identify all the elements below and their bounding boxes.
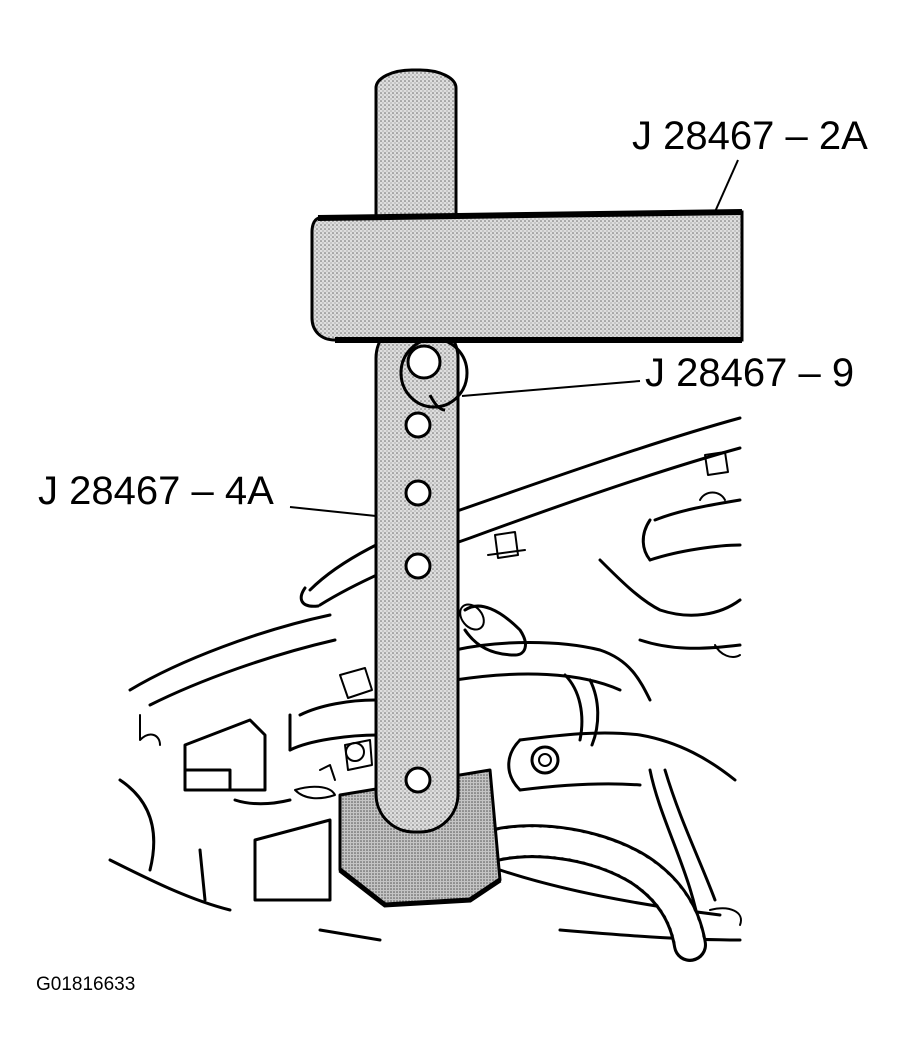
leader-line-crossbar xyxy=(713,159,739,215)
leg-hole xyxy=(404,766,432,794)
label-retaining-pin: J 28467 – 9 xyxy=(645,351,854,395)
leader-line-support-leg xyxy=(289,506,377,517)
retaining-pin xyxy=(399,337,469,412)
leader-line-pin xyxy=(461,380,641,397)
support-leg-bar xyxy=(374,318,460,834)
engine-compartment-background xyxy=(108,416,742,942)
crossbar-beam xyxy=(310,209,744,343)
leader-lines xyxy=(289,159,739,517)
wiring-harness xyxy=(478,824,707,962)
figure-id: G01816633 xyxy=(36,974,135,995)
leg-hole xyxy=(404,479,432,507)
label-support-leg: J 28467 – 4A xyxy=(38,469,274,513)
leg-hole xyxy=(404,411,432,439)
label-crossbar: J 28467 – 2A xyxy=(632,114,868,158)
leg-hole xyxy=(404,552,432,580)
